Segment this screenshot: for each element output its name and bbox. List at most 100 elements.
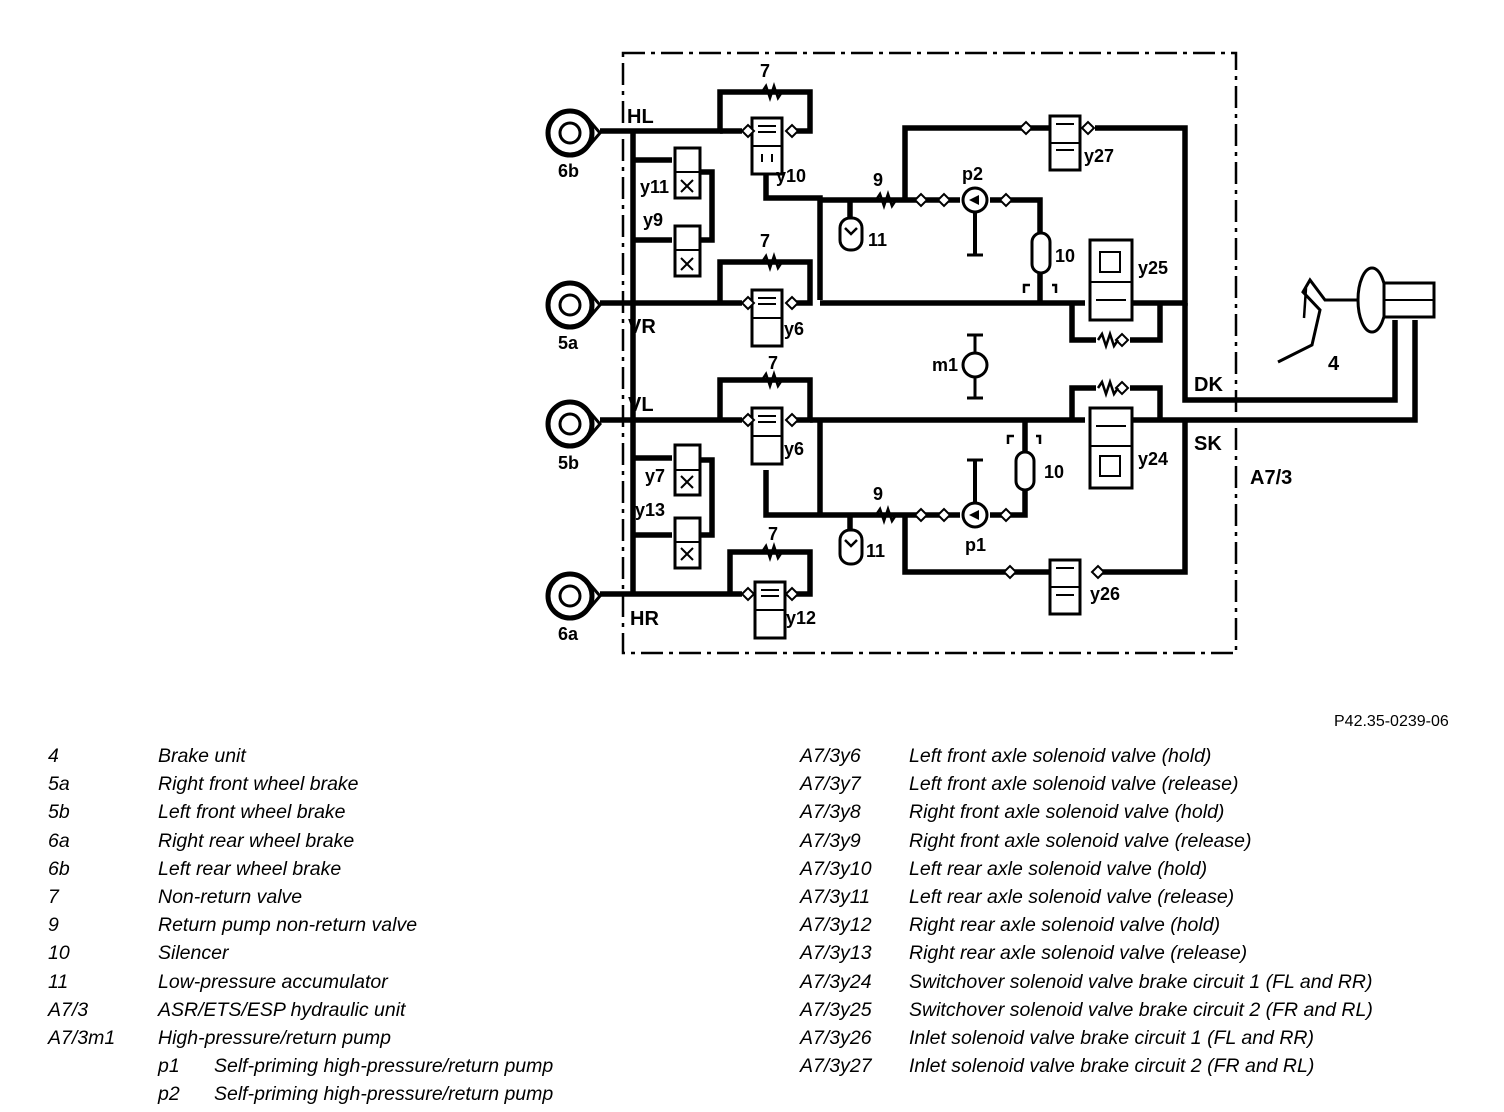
legend-description: Left front axle solenoid valve (hold) — [909, 745, 1212, 767]
valve-y11-icon — [673, 146, 702, 200]
pump-label-p2: p2 — [962, 164, 983, 184]
legend-description: Brake unit — [158, 745, 246, 767]
legend-description: Non-return valve — [158, 885, 303, 908]
valve-label-y6: y6 — [784, 439, 804, 459]
wheel-brake-6a — [545, 571, 602, 621]
hydraulic-diagram: HL VR VL HR DK SK A7/3 6b 5a 5b 6a y10 y… — [545, 51, 1436, 655]
legend-item: 4 Brake unit — [48, 742, 608, 770]
valve-label-y24: y24 — [1138, 449, 1168, 469]
wheel-brake-5a — [545, 280, 602, 330]
legend-code: 11 — [48, 970, 69, 993]
silencer-10-upper-icon — [1022, 231, 1058, 293]
spring-symbols — [760, 82, 1120, 562]
line-label-hr: HR — [630, 608, 659, 630]
legend-description: Silencer — [158, 942, 229, 965]
nrv-label-7b: 7 — [760, 231, 770, 251]
rp-label-9a: 9 — [873, 170, 883, 190]
valve-y9-icon — [673, 224, 702, 278]
line-label-hl: HL — [627, 106, 654, 128]
valve-y7-icon — [673, 443, 702, 497]
valve-y25-icon — [1088, 238, 1134, 322]
valve-y13-icon — [673, 516, 702, 570]
valve-label-y11: y11 — [640, 177, 669, 197]
legend-code: A7/3y9 — [800, 829, 861, 852]
legend-code: A7/3y26 — [800, 1026, 872, 1049]
legend-description: ASR/ETS/ESP hydraulic unit — [158, 998, 406, 1021]
legend-description: Left rear axle solenoid valve (hold) — [909, 857, 1208, 880]
silencer-10-lower-icon — [1006, 434, 1042, 492]
valve-label-y7: y7 — [645, 466, 665, 486]
legend-description: Left front axle solenoid valve (release) — [909, 773, 1239, 796]
valve-label-y10: y10 — [776, 166, 806, 186]
line-label-dk: DK — [1194, 374, 1223, 396]
legend-code: A7/3y11 — [800, 885, 871, 908]
legend-description: Right front axle solenoid valve (hold) — [909, 801, 1225, 824]
pump-p2-icon — [961, 186, 989, 257]
legend-item: A7/3y6 Left front axle solenoid valve (ho… — [800, 742, 1480, 770]
line-label-sk: SK — [1194, 433, 1222, 455]
legend-description: Self-priming high-pressure/return pump — [214, 1055, 554, 1077]
legend-code: A7/3m1 — [48, 1026, 116, 1049]
acc-label-11a: 11 — [868, 230, 887, 250]
brake-unit-label: 4 — [1328, 353, 1340, 375]
legend-code: 4 — [48, 745, 59, 767]
legend-code: p2 — [158, 1083, 180, 1106]
wheel-label-6b: 6b — [558, 161, 579, 181]
valve-y6-icon — [750, 406, 784, 466]
check-valve-markers — [740, 120, 1130, 602]
nrv-label-7a: 7 — [760, 61, 770, 81]
pump-label-p1: p1 — [965, 535, 986, 555]
pump-p1-icon — [961, 458, 989, 529]
legend-item: 10 Silencer — [48, 939, 608, 967]
legend-code: 10 — [48, 942, 70, 965]
legend-code: 6b — [48, 857, 70, 880]
legend-code: A7/3y8 — [800, 801, 861, 824]
legend-item: A7/3y24 Switchover solenoid valve brake c… — [800, 968, 1480, 996]
hydraulic-unit-boundary — [621, 51, 1238, 655]
valve-label-y27: y27 — [1084, 146, 1114, 166]
unit-label-a7-3: A7/3 — [1250, 467, 1292, 489]
legend-code: A7/3y6 — [800, 745, 861, 767]
legend-item: A7/3m1 High-pressure/return pump — [48, 1024, 608, 1052]
accumulator-11-upper-icon — [838, 216, 864, 252]
legend-code: 9 — [48, 914, 59, 937]
legend-description: High-pressure/return pump — [158, 1026, 392, 1049]
legend-code: 5a — [48, 773, 70, 796]
legend-code: A7/3y25 — [800, 998, 872, 1021]
valve-y8-icon — [750, 288, 784, 348]
wheel-brake-6b — [545, 108, 602, 158]
sil-label-10b: 10 — [1044, 462, 1064, 482]
nrv-label-7c: 7 — [768, 353, 778, 373]
legend-code: A7/3y13 — [800, 942, 872, 965]
valve-label-y8: y6 — [784, 319, 804, 339]
legend-right: A7/3y6 Left front axle solenoid valve (ho… — [800, 742, 1480, 1080]
motor-m1-icon — [961, 333, 989, 400]
legend-description: Right rear wheel brake — [158, 829, 355, 852]
valve-label-y25: y25 — [1138, 258, 1168, 278]
legend-code: A7/3y12 — [800, 914, 872, 937]
figure-reference: P42.35-0239-06 — [1334, 713, 1449, 730]
legend-description: Switchover solenoid valve brake circuit … — [909, 970, 1373, 993]
valve-y27-icon — [1048, 114, 1082, 172]
sil-label-10a: 10 — [1055, 246, 1075, 266]
wheel-label-5b: 5b — [558, 453, 579, 473]
legend-code: A7/3y24 — [800, 970, 872, 993]
legend-description: Right rear axle solenoid valve (release) — [909, 942, 1248, 965]
motor-label-m1: m1 — [932, 355, 958, 375]
wheel-brake-5b — [545, 399, 602, 449]
valve-y24-icon — [1088, 406, 1134, 490]
